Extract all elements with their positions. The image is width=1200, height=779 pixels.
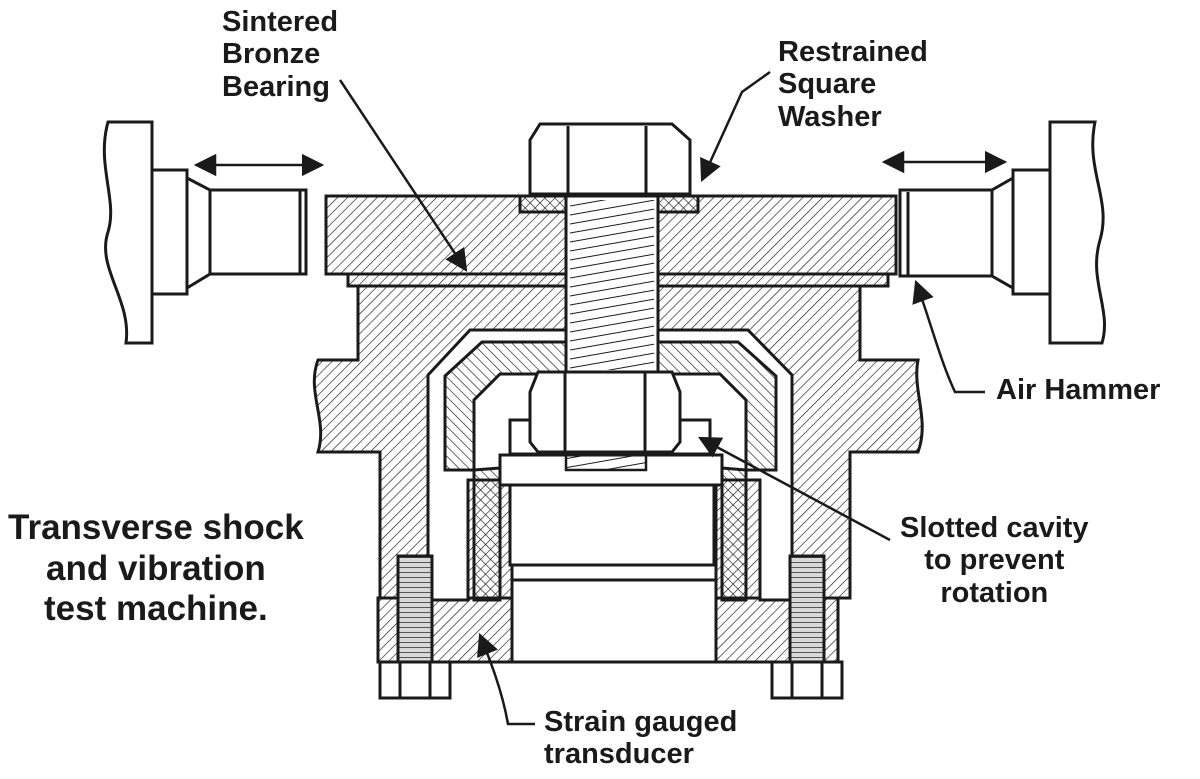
leader-strain-gauged-transducer (477, 632, 535, 726)
label-restrained-square-washer: Restrained Square Washer (778, 36, 928, 133)
leader-restrained-square-washer (700, 70, 771, 183)
nut-thread-stub (564, 450, 648, 472)
label-line: Strain gauged (544, 706, 738, 738)
label-slotted-cavity: Slotted cavity to prevent rotation (900, 512, 1089, 609)
right-air-hammer (898, 120, 1107, 345)
caption-line: and vibration (46, 548, 266, 588)
label-air-hammer: Air Hammer (996, 374, 1160, 406)
label-line: Restrained (778, 36, 928, 68)
label-line: transducer (544, 738, 694, 771)
right-bottom-bolt (770, 554, 844, 700)
label-line: Square (778, 68, 877, 101)
leader-lines (338, 70, 985, 726)
bolt-thread (570, 200, 654, 370)
caption-line: test machine. (44, 589, 268, 629)
bolt-head (528, 122, 692, 196)
label-line: Sintered (222, 6, 339, 38)
label-line: rotation (940, 576, 1049, 609)
strain-gauged-transducer-body (443, 340, 778, 664)
label-line: Slotted cavity (900, 512, 1089, 544)
leader-air-hammer (912, 279, 985, 394)
label-strain-gauged-transducer: Strain gauged transducer (544, 706, 737, 771)
label-line: Bronze (222, 38, 321, 71)
label-sintered-bronze-bearing: Sintered Bronze Bearing (222, 6, 338, 103)
caption-line: Transverse shock (8, 508, 304, 547)
cavity-hex-nut (528, 370, 682, 454)
left-air-hammer (102, 120, 308, 345)
label-line: to prevent (924, 544, 1065, 577)
label-line: Air Hammer (996, 374, 1161, 406)
label-line: Washer (778, 100, 882, 133)
left-bottom-bolt (378, 554, 452, 700)
leader-slotted-cavity (698, 436, 891, 542)
label-line: Bearing (222, 70, 330, 103)
leader-sintered-bronze-bearing (338, 79, 468, 272)
diagram-caption: Transverse shock and vibration test mach… (8, 508, 304, 630)
